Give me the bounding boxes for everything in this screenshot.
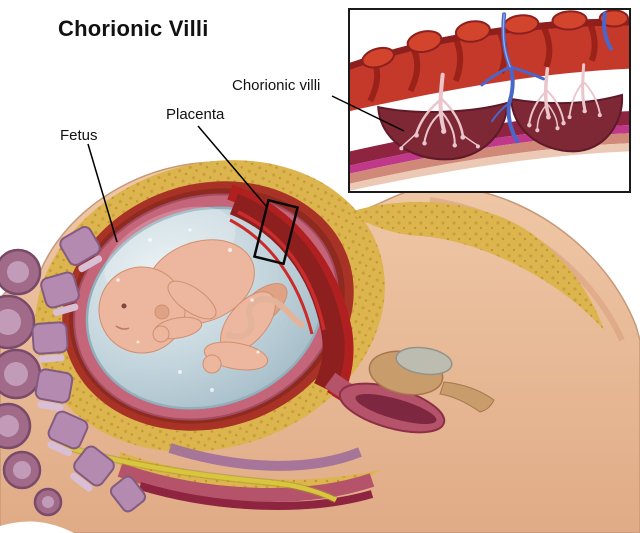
fetal-mouth	[115, 325, 130, 330]
label-fetus: Fetus	[60, 127, 98, 144]
pelvic-organs	[324, 346, 495, 434]
fetal-hand	[152, 325, 170, 343]
villus-tree-tips	[527, 108, 602, 133]
umbilical-cord	[224, 296, 306, 340]
fetal-upper-arm	[167, 280, 217, 320]
vertebra	[70, 445, 115, 492]
vertebra	[109, 475, 147, 513]
pelvic-bone-section	[395, 346, 453, 376]
blood-vessel-blue	[480, 11, 613, 144]
cut-vessel-bumps	[361, 10, 629, 69]
urethra	[439, 381, 495, 413]
vertebra	[34, 368, 74, 412]
placenta-vessel	[237, 210, 326, 331]
zoom-marker-rect	[252, 198, 300, 266]
uterine-wall-band	[350, 10, 629, 112]
fluid-sparkles	[116, 228, 260, 392]
fetus-figure	[98, 239, 306, 374]
vertebra	[47, 410, 89, 457]
fetal-foot	[202, 354, 222, 374]
label-placenta: Placenta	[166, 106, 225, 123]
intervillous-space	[510, 93, 623, 153]
villus-tree	[528, 63, 601, 130]
inset-illustration	[350, 10, 629, 191]
spine	[31, 226, 147, 513]
label-chorionic-villi: Chorionic villi	[232, 77, 321, 94]
vertebra	[31, 321, 69, 363]
fetal-eye	[121, 303, 127, 309]
page-title: Chorionic Villi	[58, 16, 209, 41]
fetal-head	[98, 266, 186, 354]
bowel-cross-sections	[0, 248, 63, 517]
inset-box	[348, 8, 631, 193]
birth-canal-inner	[355, 393, 437, 425]
background-corner	[0, 521, 74, 533]
villus-tree-tips	[399, 128, 480, 151]
vertebra	[40, 271, 80, 316]
fetal-ear	[154, 304, 170, 320]
pelvic-floor-muscles	[117, 443, 375, 510]
